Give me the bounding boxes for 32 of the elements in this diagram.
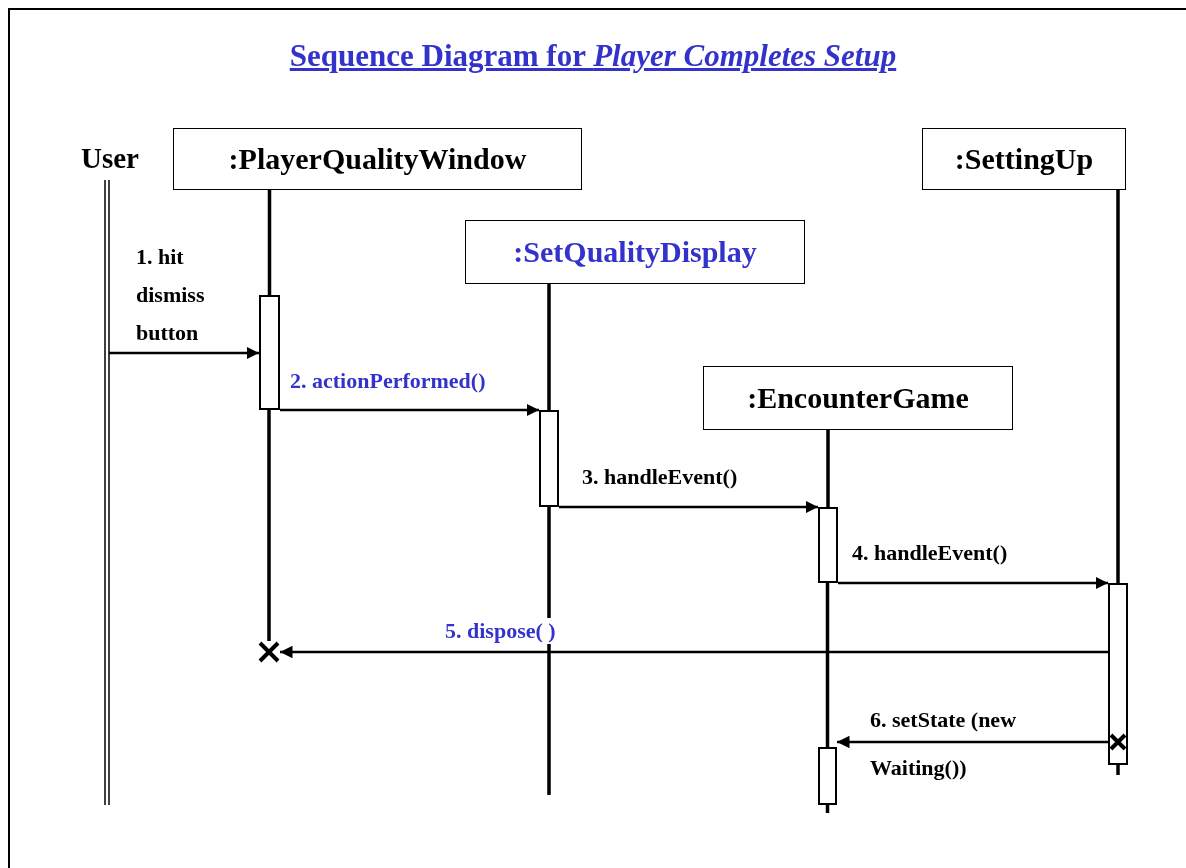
object-box: :PlayerQualityWindow — [173, 128, 582, 190]
message-label: 1. hit dismiss button — [136, 243, 206, 347]
object-box: :SetQualityDisplay — [465, 220, 805, 284]
object-box: :EncounterGame — [703, 366, 1013, 430]
activation-bar — [539, 410, 559, 507]
message-arrow — [838, 576, 1108, 590]
message-arrow — [280, 403, 539, 417]
lifeline — [1116, 765, 1120, 775]
message-arrow — [109, 346, 259, 360]
lifeline — [1116, 190, 1120, 583]
lifeline — [267, 410, 271, 641]
message-label: 4. handleEvent() — [852, 539, 1009, 567]
lifeline — [267, 190, 272, 295]
object-box: :SettingUp — [922, 128, 1126, 190]
lifeline — [547, 507, 551, 795]
message-label: 5. dispose( ) — [445, 618, 556, 644]
message-label: 6. setState (new Waiting()) — [870, 706, 1018, 782]
message-arrow — [559, 500, 818, 514]
message-arrow — [837, 735, 1109, 749]
message-label: 2. actionPerformed() — [290, 367, 487, 395]
activation-bar — [818, 747, 837, 805]
message-arrow — [280, 645, 1108, 659]
lifeline — [826, 430, 830, 507]
destruction-mark — [258, 641, 280, 663]
diagram-title: Sequence Diagram for Player Completes Setup — [289, 38, 897, 73]
activation-bar — [259, 295, 280, 410]
lifeline — [825, 583, 830, 747]
actor-name: User — [80, 141, 140, 176]
lifeline — [547, 284, 551, 410]
activation-bar — [1108, 583, 1128, 765]
activation-bar — [818, 507, 838, 583]
message-label: 3. handleEvent() — [582, 463, 739, 491]
